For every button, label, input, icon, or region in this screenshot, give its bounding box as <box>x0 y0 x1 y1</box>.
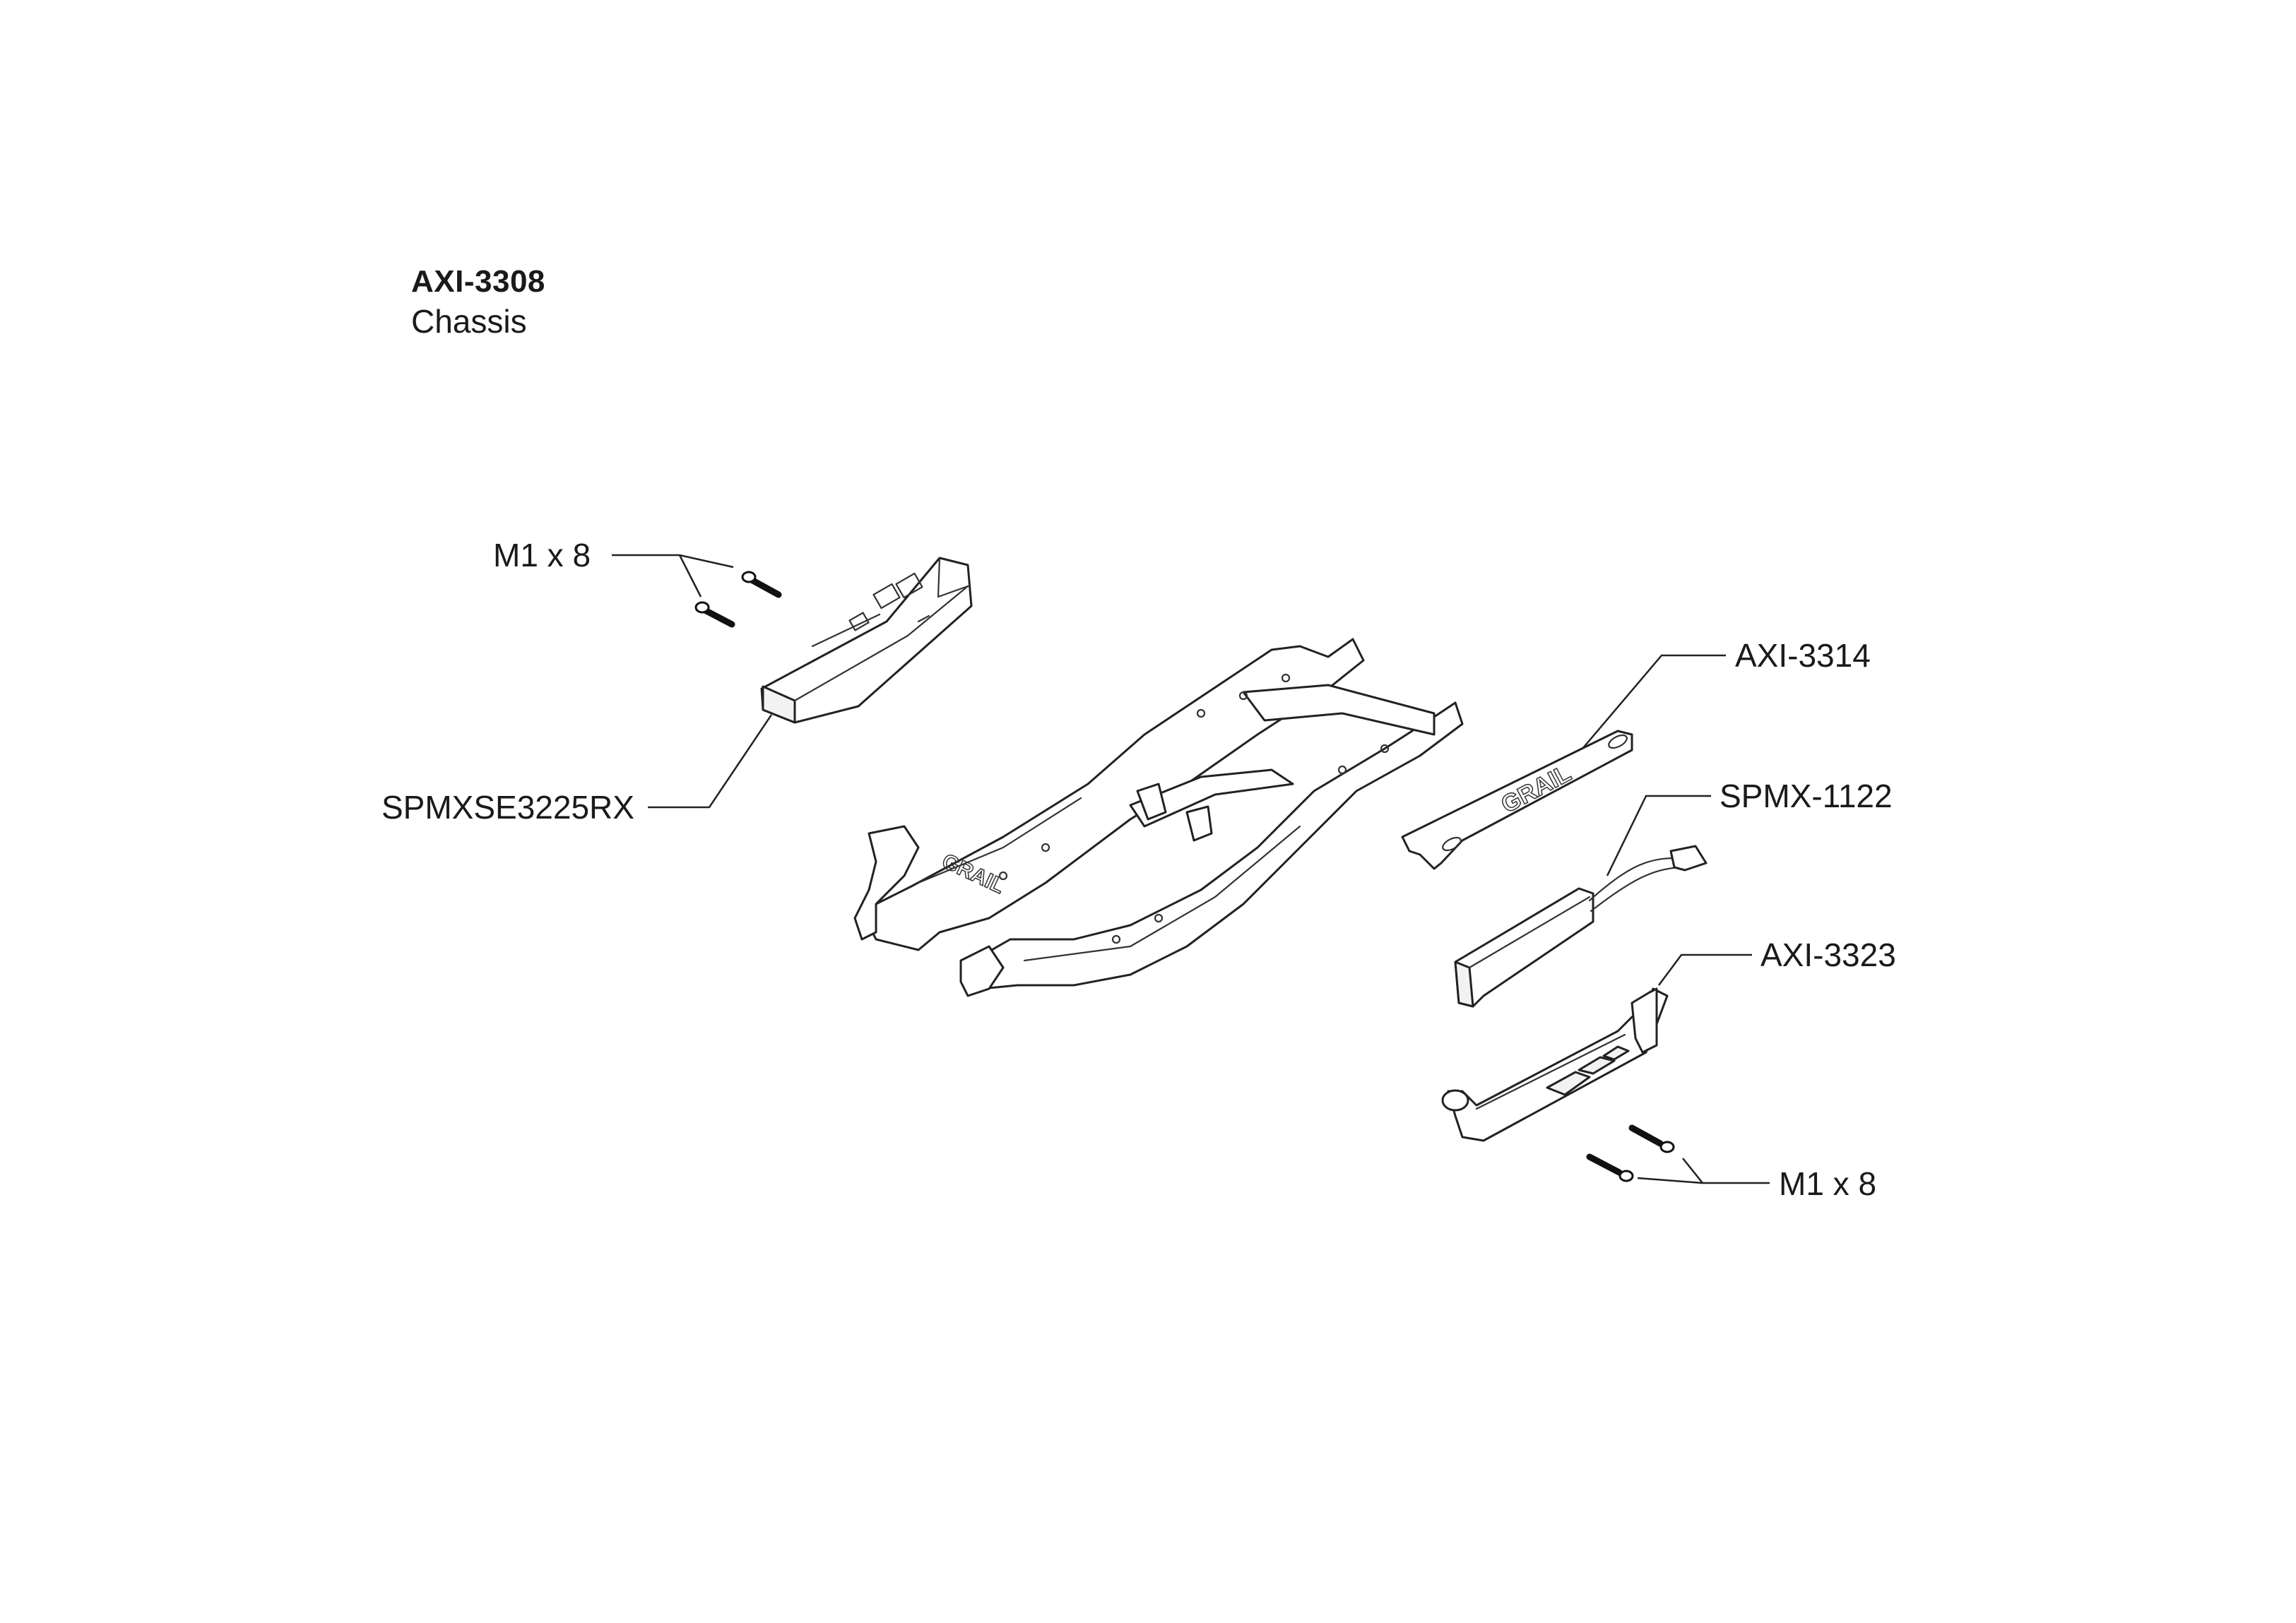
leader-screw-top <box>612 554 734 569</box>
leader-tool <box>1582 654 1726 749</box>
chassis-tool: GRAIL <box>1401 730 1633 870</box>
leader-battery <box>1606 795 1711 876</box>
top-screws <box>694 571 782 628</box>
callout-screw-bottom: M1 x 8 <box>1779 1165 1876 1202</box>
battery-tray <box>1441 987 1669 1142</box>
receiver-unit <box>760 557 973 724</box>
chassis-frame: GRAIL <box>853 638 1464 997</box>
callout-receiver: SPMXSE3225RX <box>381 789 634 826</box>
battery-pack <box>1454 845 1708 1008</box>
tool-logo-text: GRAIL <box>1497 760 1575 819</box>
callout-battery: SPMX-1122 <box>1720 778 1893 814</box>
part-name-heading: Chassis <box>411 303 527 340</box>
bottom-screws <box>1586 1124 1675 1182</box>
leader-battery-tray <box>1657 953 1752 986</box>
callout-battery-tray: AXI-3323 <box>1761 937 1896 973</box>
callout-tool: AXI-3314 <box>1735 637 1871 674</box>
callout-screw-top: M1 x 8 <box>493 537 591 573</box>
leader-screw-bottom <box>1682 1158 1770 1184</box>
part-number-heading: AXI-3308 <box>411 264 545 299</box>
leader-receiver <box>648 714 773 809</box>
